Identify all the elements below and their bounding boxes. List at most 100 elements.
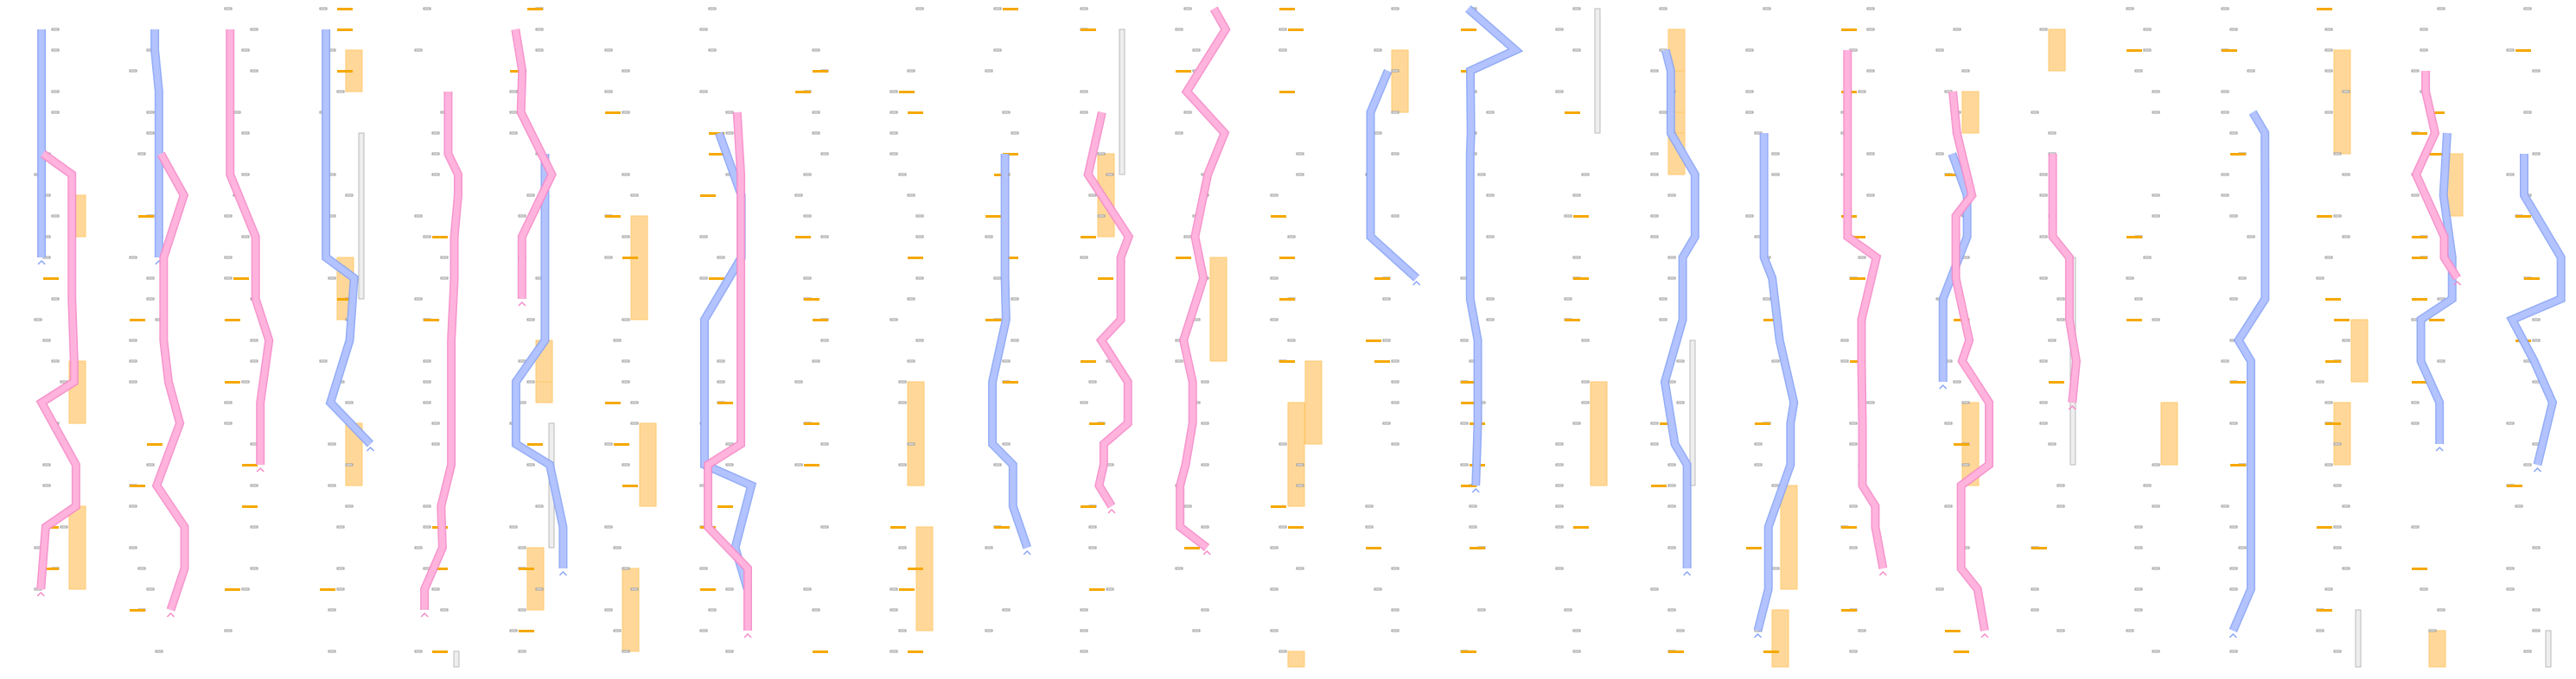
- gray-marker: [2420, 48, 2428, 52]
- gray-marker: [2152, 214, 2160, 218]
- gray-marker: [526, 463, 535, 466]
- gray-marker: [1555, 28, 1564, 31]
- gray-marker: [2324, 587, 2333, 591]
- orange-marker: [1176, 257, 1191, 259]
- gray-marker: [2143, 256, 2152, 259]
- gray-marker: [1192, 48, 1201, 52]
- orange-marker: [1763, 650, 1779, 653]
- gray-marker: [604, 48, 613, 52]
- orange-marker: [2049, 381, 2064, 384]
- gray-marker: [423, 525, 431, 529]
- orange-marker: [337, 8, 353, 10]
- gray-marker: [2316, 276, 2324, 280]
- gray-marker: [241, 380, 250, 384]
- orange-block: [2333, 402, 2351, 466]
- gray-marker: [1278, 48, 1287, 52]
- gray-marker: [328, 484, 336, 487]
- blue-path: [1755, 133, 1797, 631]
- gray-marker: [51, 214, 60, 218]
- gray-marker: [1676, 359, 1685, 363]
- gray-marker: [2324, 111, 2333, 114]
- gray-marker: [1270, 587, 1278, 591]
- gray-marker: [137, 567, 146, 570]
- gray-marker: [2039, 359, 2048, 363]
- orange-marker: [1573, 526, 1589, 529]
- caret-up-icon: [1412, 280, 1421, 286]
- orange-marker: [994, 526, 1010, 529]
- gray-marker: [535, 48, 544, 52]
- orange-marker: [2412, 298, 2427, 301]
- gray-marker: [224, 276, 233, 280]
- gray-marker: [1382, 297, 1391, 301]
- orange-marker: [1850, 236, 1865, 238]
- gray-marker: [2221, 173, 2229, 176]
- caret-up-icon: [1878, 570, 1887, 576]
- gray-marker: [2031, 608, 2039, 612]
- gray-marker: [1296, 463, 1304, 466]
- gray-marker: [1080, 650, 1088, 653]
- gray-marker: [2333, 546, 2342, 549]
- orange-marker: [1461, 402, 1476, 404]
- gray-marker: [250, 359, 258, 363]
- gray-marker: [604, 90, 613, 93]
- gray-marker: [1961, 401, 1970, 404]
- gray-marker: [509, 111, 518, 114]
- orange-marker: [614, 443, 629, 446]
- gray-marker: [336, 567, 345, 570]
- orange-marker: [2317, 215, 2332, 218]
- gray-marker: [898, 401, 907, 404]
- orange-marker: [717, 505, 733, 508]
- gray-marker: [699, 629, 708, 632]
- orange-block: [2428, 630, 2446, 668]
- gray-marker: [518, 359, 526, 363]
- orange-marker: [2412, 568, 2427, 570]
- gray-marker: [2229, 214, 2238, 218]
- gray-marker: [613, 629, 622, 632]
- gray-marker: [1080, 256, 1088, 259]
- gray-marker: [2324, 256, 2333, 259]
- gray-marker: [2143, 484, 2152, 487]
- orange-marker: [1081, 505, 1096, 508]
- gray-marker: [2152, 318, 2160, 321]
- gray-marker: [1486, 318, 1495, 321]
- gray-marker: [803, 587, 812, 591]
- gray-marker: [1564, 608, 1572, 612]
- gray-marker: [2152, 111, 2160, 114]
- gray-marker: [1858, 256, 1866, 259]
- orange-block: [1287, 402, 1305, 507]
- gray-marker: [2039, 28, 2048, 31]
- gray-marker: [1659, 111, 1667, 114]
- gray-marker: [1296, 173, 1304, 176]
- caret-up-icon: [166, 612, 175, 618]
- pink-path: [2050, 154, 2080, 403]
- gray-marker: [2229, 525, 2238, 529]
- gray-rail: [1689, 340, 1696, 486]
- orange-marker: [1461, 485, 1476, 487]
- gray-marker: [1935, 152, 1944, 155]
- gray-marker: [889, 90, 898, 93]
- gray-marker: [2411, 525, 2420, 529]
- orange-block: [2333, 49, 2351, 155]
- gray-marker: [1866, 69, 1875, 73]
- orange-marker: [432, 236, 448, 238]
- gray-marker: [51, 359, 60, 363]
- gray-marker: [2229, 297, 2238, 301]
- gray-marker: [2247, 69, 2255, 73]
- gray-marker: [2506, 587, 2515, 591]
- orange-block: [622, 568, 640, 652]
- gray-marker: [42, 339, 51, 342]
- gray-marker: [328, 276, 336, 280]
- pink-path: [37, 151, 80, 590]
- orange-block: [1780, 485, 1798, 590]
- gray-marker: [431, 152, 440, 155]
- gray-marker: [1858, 90, 1866, 93]
- caret-up-icon: [2228, 632, 2237, 638]
- gray-marker: [146, 131, 155, 135]
- gray-marker: [1365, 504, 1374, 508]
- gray-marker: [725, 650, 734, 653]
- orange-marker: [1279, 91, 1295, 93]
- gray-marker: [812, 608, 820, 612]
- orange-marker: [985, 215, 1001, 218]
- gray-marker: [2333, 650, 2342, 653]
